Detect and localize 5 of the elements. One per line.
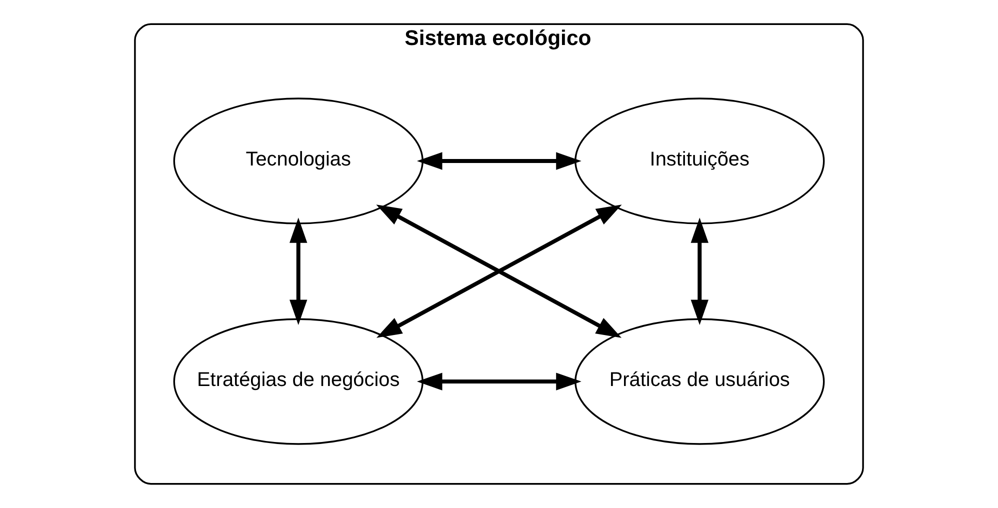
- arrow: [290, 218, 308, 326]
- arrow: [690, 218, 708, 326]
- arrow: [376, 204, 622, 338]
- arrow: [416, 372, 582, 390]
- arrow: [416, 152, 582, 170]
